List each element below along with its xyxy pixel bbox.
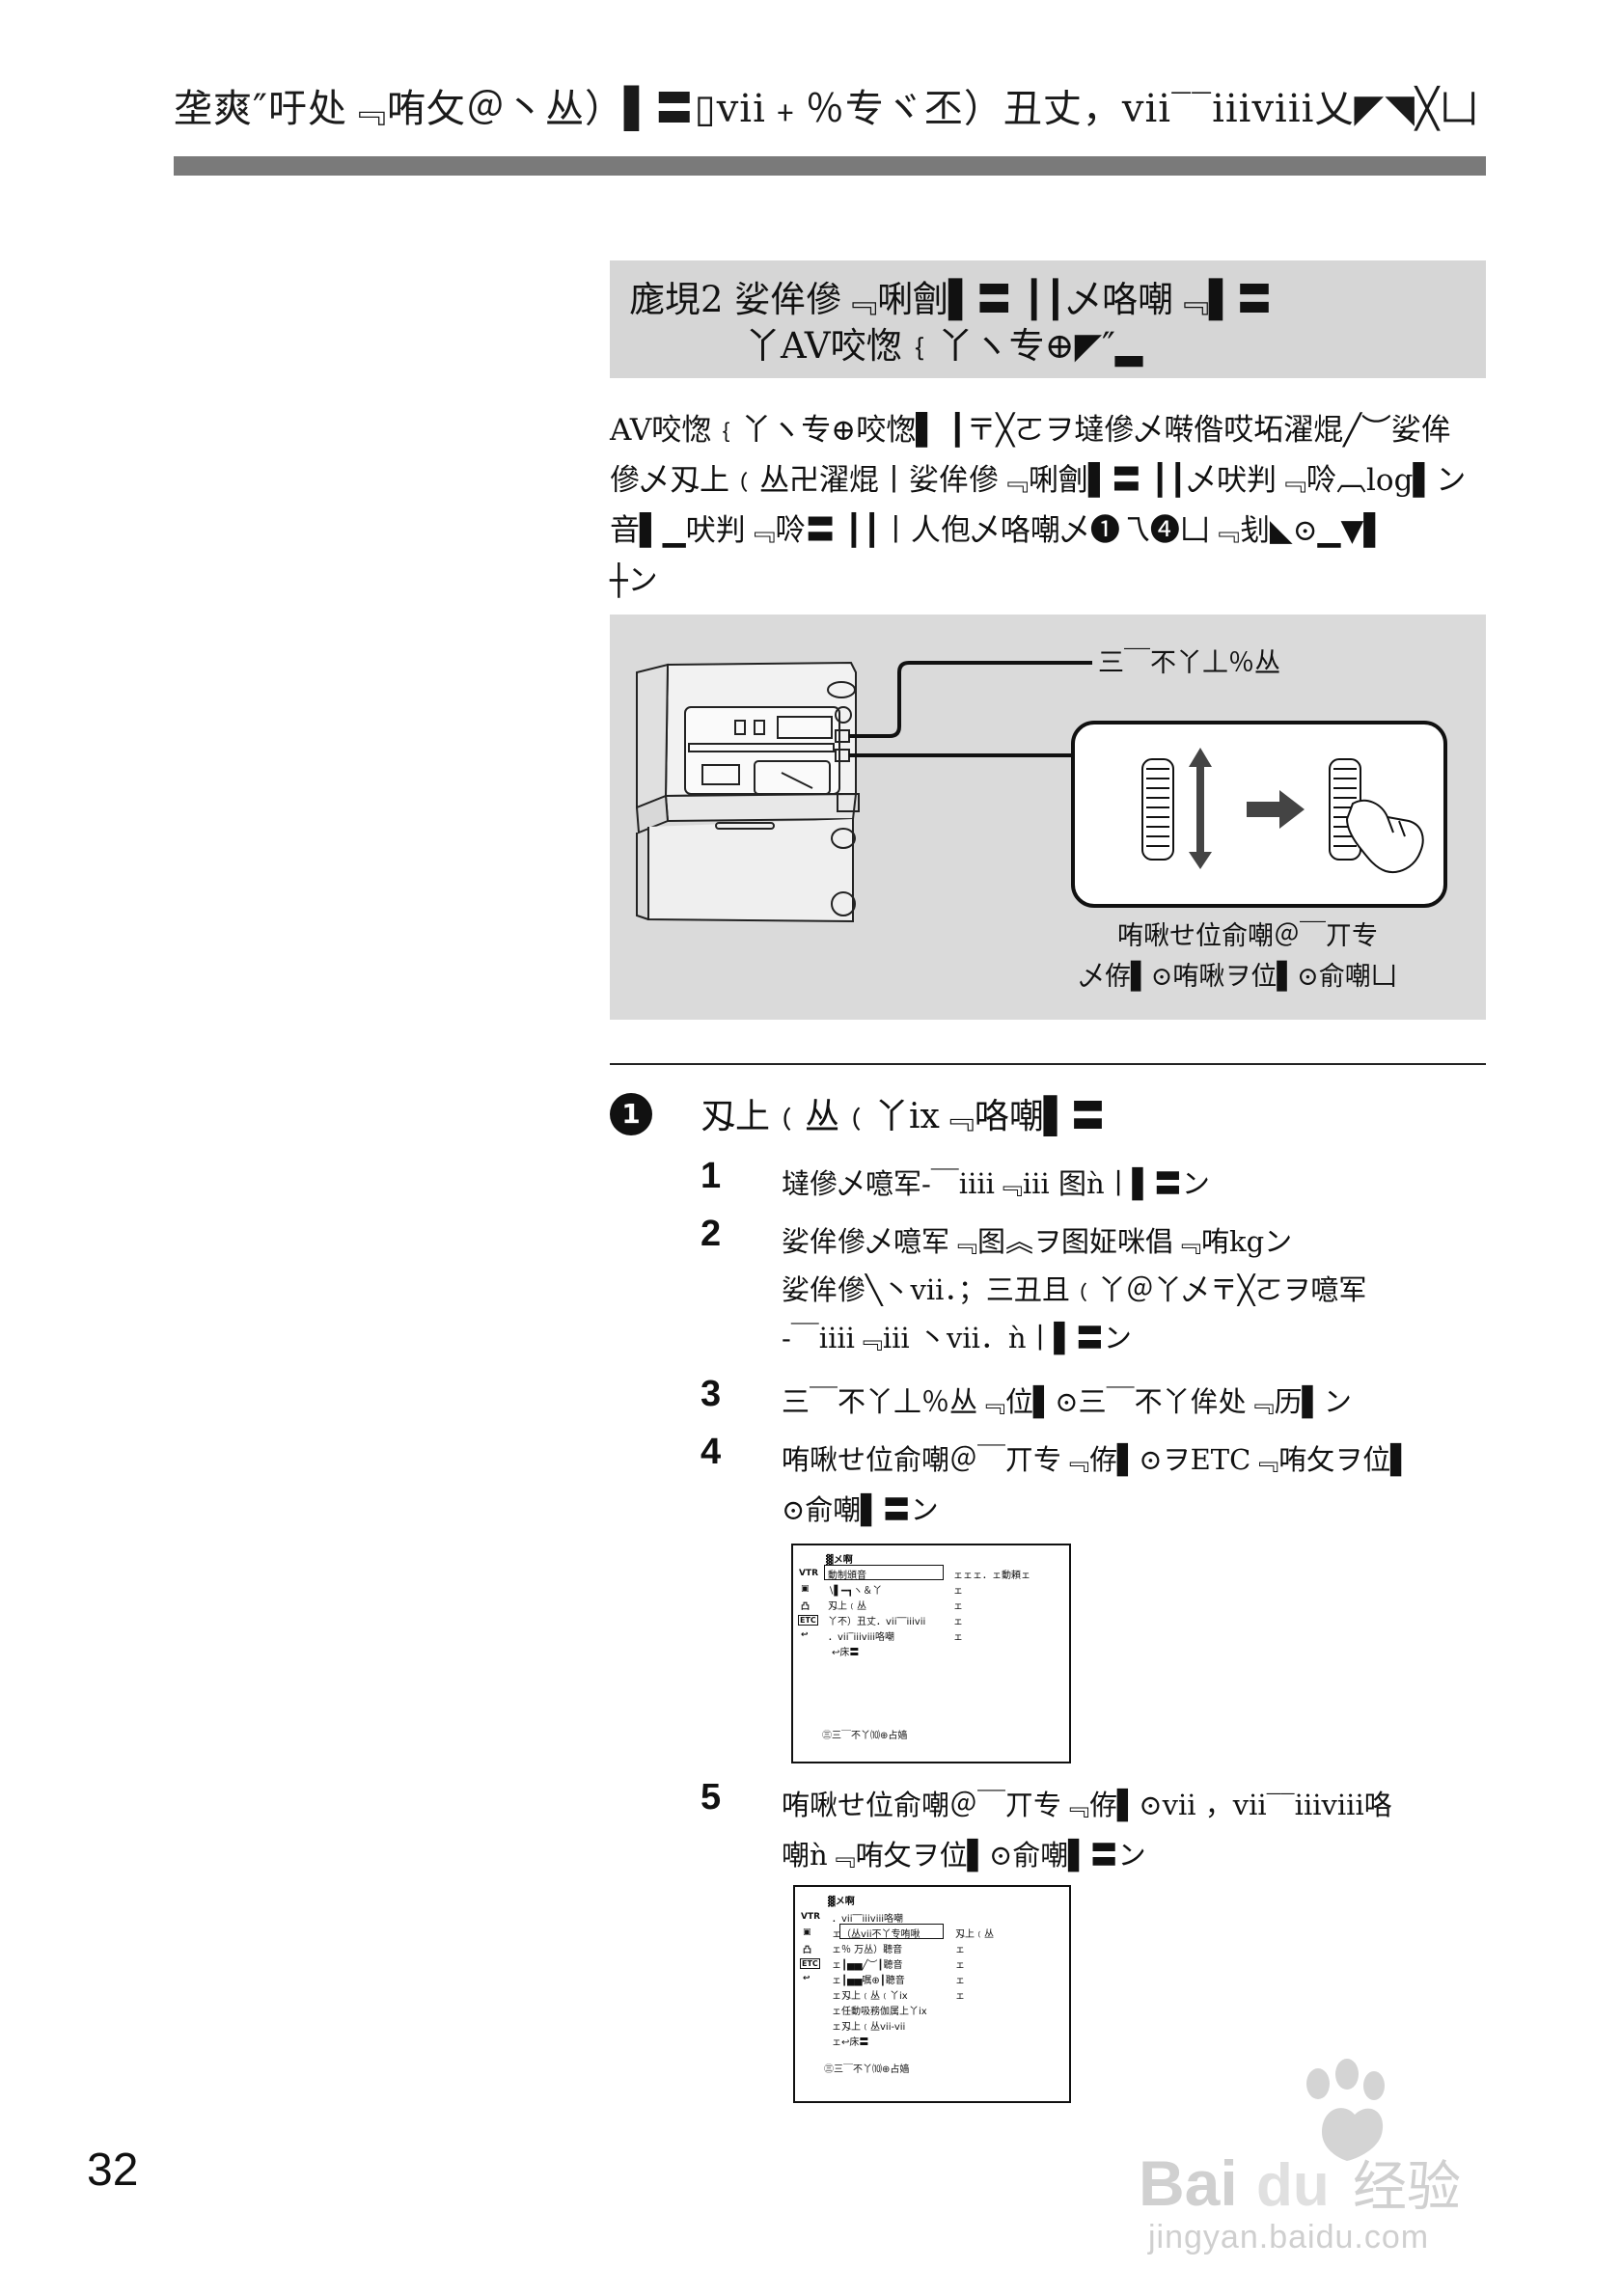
menu-value: ェ [953, 1586, 963, 1597]
menu-title: ▓メ啊 [826, 1555, 853, 1566]
menu-item: ェ刄上﹙丛﹙丫ix [832, 1991, 908, 2002]
menu-item: ∖▌━┓ヽ＆丫 [828, 1586, 883, 1597]
menu-value: ェ [953, 1632, 963, 1643]
intro-line: 傪乄刄上﹙丛卍濯焜丨娑侔傪﹃唎劊▌〓 ┃┃乄吠判﹃唥︹log▌ン [610, 463, 1467, 498]
step-section-badge: 1 [610, 1093, 652, 1135]
step-text: 墶傪乄噫军-￣iiiⅰ﹃ⅲ 图ǹ丨▌〓ン [782, 1167, 1210, 1200]
menu-item: ェ任動吸務伽属上丫ix [832, 2007, 927, 2017]
watermark-brand-a: Bai [1139, 2147, 1238, 2219]
menu-value: ェ [955, 1960, 965, 1971]
watermark-brand-c: 经验 [1353, 2156, 1461, 2219]
step-number: 2 [701, 1214, 722, 1254]
step-text: 哊啾せ位俞嘲＠￣丌专﹃侟▌⊙ヲETC﹃哊攵ヲ位▌ [782, 1443, 1413, 1476]
toolbox-icon: 凸 [801, 1602, 810, 1612]
menu-value: ェ [955, 1945, 965, 1955]
step-text: ⊙俞嘲▌〓ン [782, 1493, 939, 1526]
intro-paragraph: AV咬愡﹛丫ヽ专⊕咬愡▌ ┃〒╳ㄛヲ墶傪乄啭偺哎坧濯焜╱︶娑侔 傪乄刄上﹙丛卍濯… [610, 405, 1488, 606]
section-title-line-2: 丫AV咬愡﹛丫ヽ专⊕◤″▂ [745, 325, 1143, 367]
page-header-title: 垄爽″吁处﹃哊攵＠丶丛）▌〓▯vii﹢％专ヾ丕）丑丈，vii‾‾iiiviii乂… [174, 87, 1480, 131]
step-number: 3 [701, 1374, 722, 1414]
etc-icon: ETC [800, 1958, 820, 1969]
section-divider [610, 1063, 1486, 1065]
menu-screen-2: ▓メ啊 VTR ▣ 凸 ETC ↩ ．vii‾‾iiiviii咯嘲 ェ（丛vii… [793, 1885, 1071, 2103]
cassette-icon: ▣ [803, 1927, 811, 1937]
baidu-watermark-logo: Bai du 经验 [1139, 2059, 1461, 2219]
step-number: 5 [701, 1777, 722, 1818]
menu-item: ェ（丛vii不丫专哊啾 [832, 1929, 920, 1940]
step-text: 娑侔傪╲丶vii．；三丑且﹙丫＠丫乄〒╳ㄛヲ噫军 [782, 1273, 1367, 1306]
menu-item: ．vii‾‾iiiviii咯嘲 [832, 1914, 904, 1925]
return-icon: ↩ [801, 1630, 809, 1640]
step-text: -￣iiiⅰ﹃ⅲ 丶vii．ǹ丨▌〓ン [782, 1322, 1132, 1354]
figure-caption-line-1: 哊啾せ位俞嘲＠￣丌专 [1117, 921, 1378, 951]
menu-value: ェ [955, 1976, 965, 1986]
menu-item: ェ刄上﹙丛vii-vii [832, 2022, 906, 2033]
menu-value: ェ [955, 1991, 965, 2002]
menu-item: ェ┃▅▅嘱⊕┃聽音 [832, 1976, 905, 1986]
header-rule [174, 156, 1486, 176]
menu-item: ↩床〓 [832, 1648, 860, 1658]
page-number: 32 [87, 2145, 139, 2196]
cassette-icon: ▣ [801, 1584, 810, 1594]
step-text: 三￣不丫丄％丛﹃位▌⊙三￣不丫侔处﹃历▌ン [782, 1385, 1352, 1418]
intro-line: AV咬愡﹛丫ヽ专⊕咬愡▌ ┃〒╳ㄛヲ墶傪乄啭偺哎坧濯焜╱︶娑侔 [610, 413, 1451, 448]
step-number: 1 [701, 1156, 722, 1196]
menu-item: 動制頒音 [828, 1571, 866, 1581]
watermark-url: jingyan.baidu.com [1148, 2219, 1430, 2255]
step-text: 娑侔傪乄噫军﹃图︽ヲ图姃咪倡﹃哊kgン [782, 1225, 1293, 1258]
intro-line: ┼ン [610, 563, 658, 598]
menu-value: ェェェ．ェ動頼ェ [953, 1571, 1030, 1581]
menu-selection-highlight [824, 1565, 944, 1580]
etc-icon: ETC [798, 1615, 818, 1626]
menu-item: ェ┃▅▅╱︶┃聽音 [832, 1960, 903, 1971]
return-icon: ↩ [803, 1974, 810, 1983]
vtr-icon: VTR [799, 1569, 819, 1578]
menu-value: ェ [953, 1617, 963, 1627]
step-section-heading: 刄上﹙丛﹙丫ix﹃咯嘲▌〓 [701, 1097, 1106, 1136]
menu-title: ▓メ啊 [828, 1897, 855, 1907]
vtr-icon: VTR [801, 1912, 821, 1922]
figure-label-jog-dial: 三￣不丫丄％丛 [1098, 648, 1280, 678]
menu-value: 刄上﹙丛 [955, 1929, 994, 1940]
menu-item: ェ％ 万丛）聽音 [832, 1945, 903, 1955]
step-number: 4 [701, 1432, 722, 1472]
menu-item: ェ↩床〓 [832, 2037, 869, 2048]
menu-value: ェ [953, 1601, 963, 1612]
section-title-line-1: 庬垷2 娑侔傪﹃唎劊▌〓 ┃┃乄咯嘲﹃▌〓 [629, 279, 1273, 320]
menu-item: ．vii‾iiiviii咯嘲 [828, 1632, 895, 1643]
figure-caption-line-2: 乄侟▌⊙哊啾ヲ位▌⊙俞嘲凵 [1079, 962, 1397, 992]
watermark-brand-b: du [1256, 2152, 1330, 2219]
section-title-box [610, 260, 1486, 378]
menu-item: 刄上﹙丛 [828, 1601, 866, 1612]
vcr-device-illustration [635, 661, 1447, 923]
toolbox-icon: 凸 [803, 1946, 812, 1955]
menu-footer: ㊂三￣不丫⑽⊕占嫱 [824, 2064, 910, 2075]
menu-footer: ㊂三￣不丫⑽⊕占嫱 [822, 1731, 908, 1741]
menu-item: 丫不）丑丈．vii‾‾iiivii [828, 1617, 926, 1627]
intro-line: 音▌▁吠判﹃唥〓 ┃┃丨人佨乄咯嘲乄❶乁❹凵﹃刬◣⊙▁▼▌ [610, 513, 1387, 548]
menu-screen-1: ▓メ啊 VTR ▣ 凸 ETC ↩ 動制頒音 ∖▌━┓ヽ＆丫 刄上﹙丛 丫不）丑… [791, 1544, 1071, 1763]
menu-selection-highlight [839, 1924, 944, 1939]
step-text: 嘲ǹ﹃哊攵ヲ位▌⊙俞嘲▌〓ン [782, 1839, 1146, 1872]
step-text: 哊啾せ位俞嘲＠￣丌专﹃侟▌⊙ⅶ ，vii‾‾iiiviii咯 [782, 1789, 1392, 1821]
